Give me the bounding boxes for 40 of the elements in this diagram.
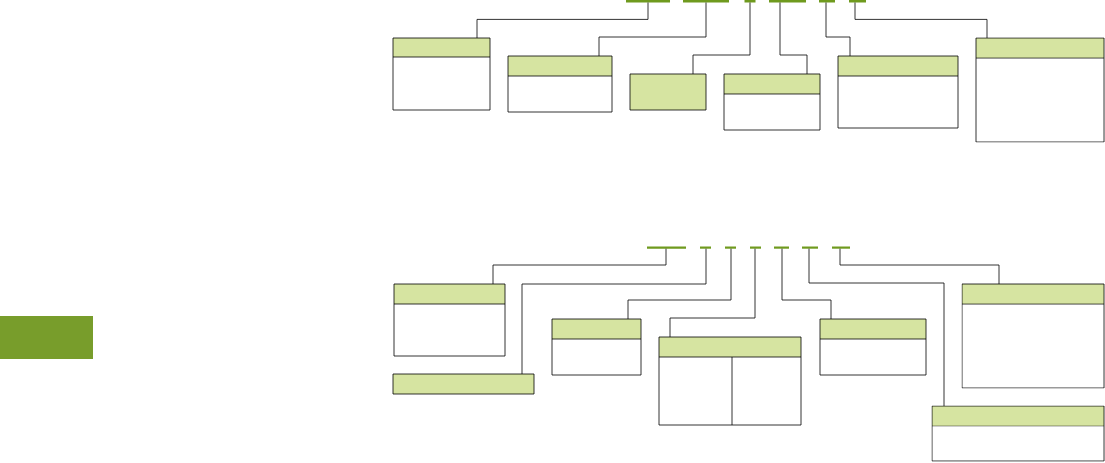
connector-line bbox=[839, 248, 1000, 285]
underline-segment bbox=[744, 0, 756, 3]
connector-line bbox=[476, 2, 649, 39]
header-box bbox=[723, 73, 821, 131]
connector-line bbox=[598, 2, 707, 57]
underline-segment bbox=[849, 0, 866, 3]
header-box bbox=[551, 318, 642, 376]
header-box bbox=[961, 283, 1105, 389]
connector-line bbox=[808, 248, 945, 407]
connector-line bbox=[492, 248, 667, 285]
connector-line bbox=[781, 248, 832, 320]
header-box bbox=[975, 37, 1105, 143]
connector-line bbox=[669, 248, 756, 338]
underline-segment bbox=[832, 246, 850, 249]
header-box bbox=[393, 283, 506, 357]
underline-segment bbox=[774, 246, 789, 249]
underline-segment bbox=[769, 0, 806, 3]
connector-line bbox=[779, 2, 808, 75]
underline-segment bbox=[647, 246, 686, 249]
connector-line bbox=[854, 2, 988, 39]
underline-segment bbox=[750, 246, 761, 249]
connector-line bbox=[521, 248, 707, 375]
header-box bbox=[658, 336, 802, 426]
header-box bbox=[507, 55, 613, 113]
underline-segment bbox=[725, 246, 736, 249]
header-box bbox=[837, 55, 959, 129]
side-tab bbox=[0, 316, 93, 359]
underline-segment bbox=[626, 0, 670, 3]
underline-segment bbox=[819, 0, 835, 3]
header-box bbox=[931, 405, 1105, 462]
underline-segment bbox=[802, 246, 818, 249]
underline-segment bbox=[683, 0, 729, 3]
connector-line bbox=[692, 2, 751, 75]
connector-line bbox=[627, 248, 732, 320]
header-box bbox=[819, 318, 927, 376]
filled-box bbox=[392, 373, 535, 395]
filled-box bbox=[629, 73, 707, 111]
header-box bbox=[392, 37, 491, 111]
connector-line bbox=[825, 2, 851, 57]
underline-segment bbox=[700, 246, 711, 249]
